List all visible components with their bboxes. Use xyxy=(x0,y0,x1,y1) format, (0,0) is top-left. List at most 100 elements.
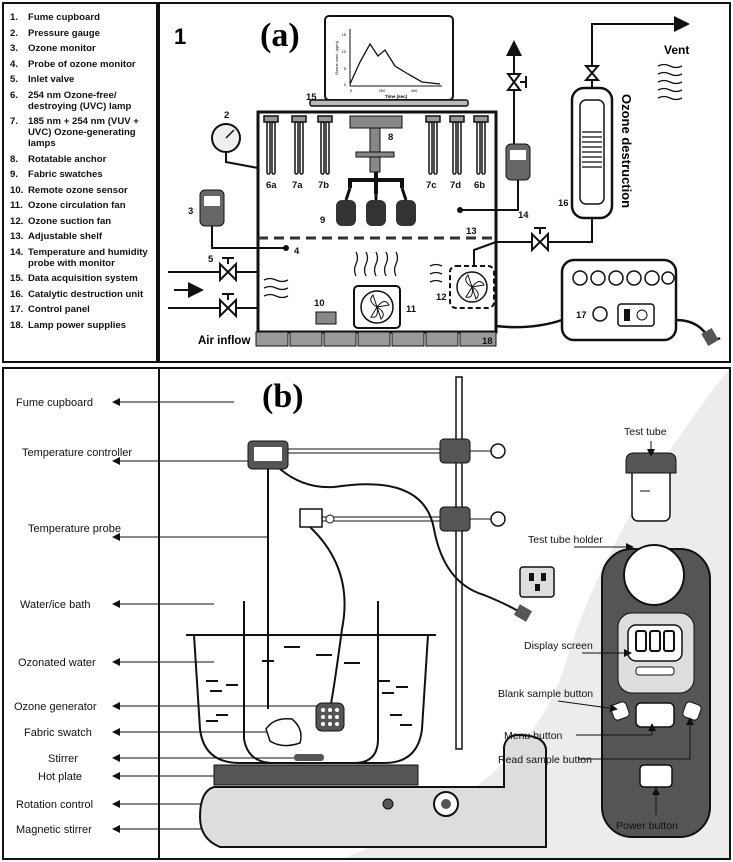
test-tube xyxy=(625,452,677,522)
airflow-lines xyxy=(263,251,443,299)
label-5: 5 xyxy=(208,254,214,265)
laptop: 0 5 10 15 0 200 400 Time (sec) Ozone con… xyxy=(309,15,469,107)
legend-item: 5.Inlet valve xyxy=(10,74,152,85)
ozonated-water-beaker xyxy=(243,601,379,764)
y-tick: 5 xyxy=(344,66,347,71)
label-7c: 7c xyxy=(426,180,437,191)
label-14: 14 xyxy=(518,210,529,221)
label-temperature-probe: Temperature probe xyxy=(28,523,121,535)
y-tick: 0 xyxy=(344,82,347,87)
label-test-tube-holder: Test tube holder xyxy=(528,534,603,546)
label-ozonated-water: Ozonated water xyxy=(18,657,96,669)
catalytic-destruction-unit xyxy=(570,86,614,220)
legend-item: 4. Probe of ozone monitor xyxy=(10,59,152,70)
label-2: 2 xyxy=(224,110,229,121)
legend-item-number: 17. xyxy=(10,304,24,315)
air-inflow-label: Air inflow xyxy=(198,335,250,347)
label-12: 12 xyxy=(436,292,447,303)
uv-lamps xyxy=(263,115,489,175)
stand-rod xyxy=(455,376,463,750)
label-rotation-control: Rotation control xyxy=(16,799,93,811)
legend-item: 2. Pressure gauge xyxy=(10,28,152,39)
legend-list: 1.Fume cupboard 2. Pressure gauge 3. Ozone m… xyxy=(4,4,156,331)
legend-item-text: Pressure gauge xyxy=(28,27,100,39)
label-fabric-swatch: Fabric swatch xyxy=(24,727,92,739)
panel-b-ozonated-water: (b) Fume cupboard Temperature controller… xyxy=(2,367,731,860)
legend-item: 18.Lamp power supplies xyxy=(10,320,152,331)
right-leader-lines xyxy=(557,441,694,815)
legend-item: 10.Remote ozone sensor xyxy=(10,185,152,196)
panel-a-diagram: 1 (a) 0 5 10 15 0 200 400 Time (sec) Ozo… xyxy=(168,15,721,347)
y-tick: 10 xyxy=(342,49,347,54)
label-4: 4 xyxy=(294,246,300,257)
clamps xyxy=(273,438,506,532)
label-7d: 7d xyxy=(450,180,461,191)
label-magnetic-stirrer: Magnetic stirrer xyxy=(16,824,92,836)
temperature-humidity-monitor xyxy=(457,143,531,213)
legend-item-number: 8. xyxy=(10,153,19,165)
panel-a-corner-number: 1 xyxy=(174,24,186,49)
legend-item-text: Ozone monitor xyxy=(28,43,96,54)
legend-item: 13. Adjustable shelf xyxy=(10,231,152,242)
label-15: 15 xyxy=(306,92,317,103)
legend-item-text: Control panel xyxy=(28,304,90,315)
label-6b: 6b xyxy=(474,180,485,191)
legend-item-number: 2. xyxy=(10,27,19,39)
legend-item: 1.Fume cupboard xyxy=(10,12,152,23)
generator-cable xyxy=(309,526,346,710)
legend-item-number: 4. xyxy=(10,58,19,70)
legend-item: 12.Ozone suction fan xyxy=(10,216,152,227)
pressure-gauge xyxy=(211,123,259,169)
suction-fan xyxy=(449,241,497,309)
legend-item-text: Ozone circulation fan xyxy=(28,200,126,211)
legend-item: 9. Fabric swatches xyxy=(10,169,152,180)
legend-item: 11. Ozone circulation fan xyxy=(10,200,152,211)
ozone-destruction-label: Ozone destruction xyxy=(619,94,634,208)
legend-item-text: Temperature and humidity probe with moni… xyxy=(28,246,148,269)
control-panel xyxy=(495,258,721,347)
legend-item-number: 3. xyxy=(10,43,19,54)
legend-item-number: 9. xyxy=(10,169,19,180)
label-temperature-controller: Temperature controller xyxy=(22,447,132,459)
legend-item-number: 7. xyxy=(10,116,19,127)
ozone-monitor xyxy=(199,189,289,251)
legend-item: 17. Control panel xyxy=(10,304,152,315)
fabric-swatch xyxy=(265,717,302,747)
label-11: 11 xyxy=(406,304,417,315)
legend-item-number: 5. xyxy=(10,74,19,85)
legend-item-number: 18. xyxy=(10,319,24,331)
power-cable xyxy=(279,468,519,612)
panel-a-title: (a) xyxy=(260,17,300,54)
label-read-sample-button: Read sample button xyxy=(498,754,592,766)
label-display-screen: Display screen xyxy=(524,640,593,652)
screen-chart: 0 5 10 15 0 200 400 Time (sec) Ozone con… xyxy=(334,29,442,99)
panel-b-title: (b) xyxy=(262,378,304,415)
legend-item-text: Probe of ozone monitor xyxy=(28,58,136,70)
label-8: 8 xyxy=(388,132,393,143)
legend-item-text: 254 nm Ozone-free/ destroying (UVC) lamp xyxy=(28,89,132,112)
legend-item-number: 14. xyxy=(10,246,24,258)
plug xyxy=(513,604,533,622)
legend-item: 8.Rotatable anchor xyxy=(10,154,152,165)
legend-item: 15.Data acquisition system xyxy=(10,273,152,284)
label-16: 16 xyxy=(558,198,569,209)
label-18: 18 xyxy=(482,336,493,347)
label-17: 17 xyxy=(576,310,587,321)
stirrer-bar xyxy=(294,754,324,761)
circulation-fan xyxy=(353,285,401,329)
screen-ylabel: Ozone conc. (ppm) xyxy=(334,40,339,75)
legend-item-text: Remote ozone sensor xyxy=(28,184,128,196)
label-6a: 6a xyxy=(266,180,277,191)
legend-item: 7.185 nm + 254 nm (VUV + UVC) Ozone-gene… xyxy=(10,116,152,149)
legend-item: 16.Catalytic destruction unit xyxy=(10,289,152,300)
legend-item-text: Adjustable shelf xyxy=(28,231,103,242)
label-ozone-generator: Ozone generator xyxy=(14,701,97,713)
legend-item-number: 13. xyxy=(10,231,24,242)
label-stirrer: Stirrer xyxy=(48,753,78,765)
legend-item-text: Data acquisition system xyxy=(28,273,138,284)
legend-item-number: 11. xyxy=(10,200,23,211)
legend-item-number: 12. xyxy=(10,215,24,227)
label-7a: 7a xyxy=(292,180,303,191)
legend-item-text: Fabric swatches xyxy=(28,169,103,180)
panel-a-ozone-chamber: 1 (a) 0 5 10 15 0 200 400 Time (sec) Ozo… xyxy=(158,2,731,363)
